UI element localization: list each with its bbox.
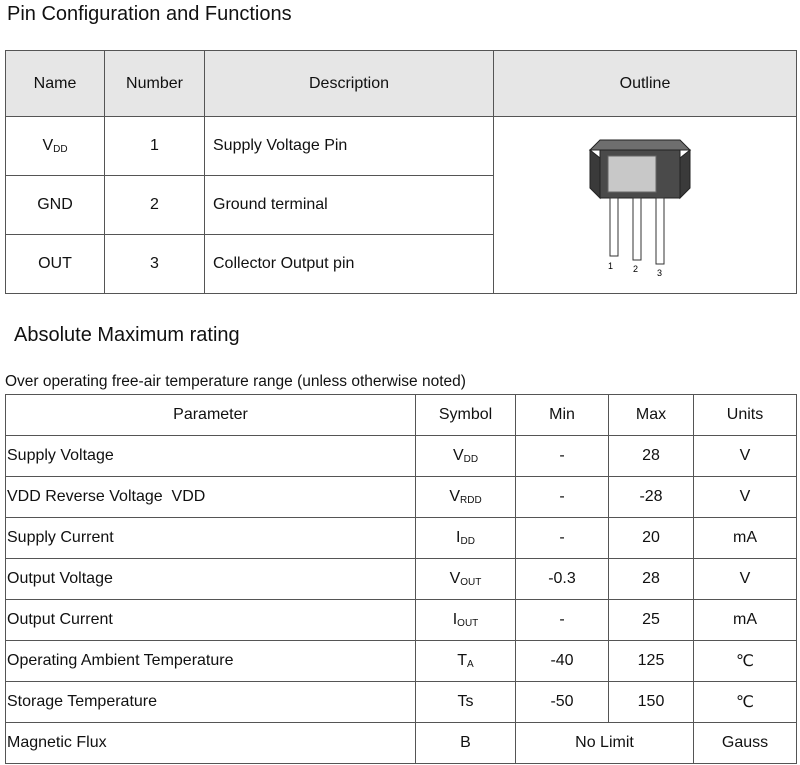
- max-cell: 20: [608, 517, 694, 559]
- units-cell: mA: [693, 599, 797, 641]
- min-cell: -: [515, 517, 609, 559]
- units-cell: V: [693, 435, 797, 477]
- parameter-cell: VDD Reverse Voltage VDD: [5, 476, 416, 518]
- abs-max-note: Over operating free-air temperature rang…: [5, 373, 466, 390]
- parameter-cell: Storage Temperature: [5, 681, 416, 723]
- parameter-cell: Output Current: [5, 599, 416, 641]
- header-units: Units: [693, 394, 797, 436]
- table-row: OUT 3 Collector Output pin: [5, 234, 797, 294]
- parameter-cell: Magnetic Flux: [5, 722, 416, 764]
- parameter-cell: Output Voltage: [5, 558, 416, 600]
- table-header-row: Name Number Description Outline: [5, 50, 797, 117]
- table-row: Storage Temperature Ts -50 150 ℃: [5, 681, 797, 723]
- max-cell: 125: [608, 640, 694, 682]
- pin-config-title: Pin Configuration and Functions: [7, 3, 292, 25]
- pin-name: GND: [5, 175, 105, 235]
- table-row: VDD Reverse Voltage VDD VRDD - -28 V: [5, 476, 797, 518]
- units-cell: ℃: [693, 640, 797, 682]
- pin-number: 1: [104, 116, 205, 176]
- abs-max-title: Absolute Maximum rating: [14, 324, 240, 346]
- parameter-cell: Operating Ambient Temperature: [5, 640, 416, 682]
- header-description: Description: [204, 50, 494, 117]
- outline-pin-label: 1: [608, 261, 613, 271]
- max-cell: 28: [608, 558, 694, 600]
- table-row: Magnetic Flux B No Limit Gauss: [5, 722, 797, 764]
- pin-name: VDD: [5, 116, 105, 176]
- min-cell: -0.3: [515, 558, 609, 600]
- to92-package-icon: 1 2 3: [588, 139, 692, 278]
- range-cell: No Limit: [515, 722, 694, 764]
- units-cell: ℃: [693, 681, 797, 723]
- header-min: Min: [515, 394, 609, 436]
- min-cell: -40: [515, 640, 609, 682]
- header-parameter: Parameter: [5, 394, 416, 436]
- outline-pin-label: 3: [657, 268, 662, 278]
- symbol-cell: VOUT: [415, 558, 516, 600]
- parameter-cell: Supply Voltage: [5, 435, 416, 477]
- outline-pin-label: 2: [633, 264, 638, 274]
- max-cell: -28: [608, 476, 694, 518]
- table-row: Supply Voltage VDD - 28 V: [5, 435, 797, 477]
- header-max: Max: [608, 394, 694, 436]
- symbol-cell: Ts: [415, 681, 516, 723]
- symbol-cell: B: [415, 722, 516, 764]
- parameter-cell: Supply Current: [5, 517, 416, 559]
- table-row: Output Current IOUT - 25 mA: [5, 599, 797, 641]
- symbol-cell: IDD: [415, 517, 516, 559]
- min-cell: -: [515, 599, 609, 641]
- header-number: Number: [104, 50, 205, 117]
- min-cell: -: [515, 435, 609, 477]
- max-cell: 150: [608, 681, 694, 723]
- table-row: Operating Ambient Temperature TA -40 125…: [5, 640, 797, 682]
- pin-description: Collector Output pin: [204, 234, 494, 294]
- symbol-cell: VRDD: [415, 476, 516, 518]
- abs-max-table: Parameter Symbol Min Max Units Supply Vo…: [5, 394, 797, 764]
- table-row: VDD 1 Supply Voltage Pin 1 2 3: [5, 116, 797, 294]
- symbol-cell: VDD: [415, 435, 516, 477]
- max-cell: 28: [608, 435, 694, 477]
- pin-name: OUT: [5, 234, 105, 294]
- pin-description: Supply Voltage Pin: [204, 116, 494, 176]
- symbol-cell: TA: [415, 640, 516, 682]
- units-cell: Gauss: [693, 722, 797, 764]
- pin-number: 3: [104, 234, 205, 294]
- units-cell: V: [693, 476, 797, 518]
- header-symbol: Symbol: [415, 394, 516, 436]
- table-row: Supply Current IDD - 20 mA: [5, 517, 797, 559]
- pin-number: 2: [104, 175, 205, 235]
- units-cell: mA: [693, 517, 797, 559]
- max-cell: 25: [608, 599, 694, 641]
- min-cell: -: [515, 476, 609, 518]
- header-name: Name: [5, 50, 105, 117]
- units-cell: V: [693, 558, 797, 600]
- table-row: Output Voltage VOUT -0.3 28 V: [5, 558, 797, 600]
- header-outline: Outline: [493, 50, 797, 117]
- min-cell: -50: [515, 681, 609, 723]
- symbol-cell: IOUT: [415, 599, 516, 641]
- pin-config-table: Name Number Description Outline VDD 1 Su…: [5, 50, 797, 294]
- pin-description: Ground terminal: [204, 175, 494, 235]
- package-outline: 1 2 3: [493, 116, 797, 294]
- table-header-row: Parameter Symbol Min Max Units: [5, 394, 797, 436]
